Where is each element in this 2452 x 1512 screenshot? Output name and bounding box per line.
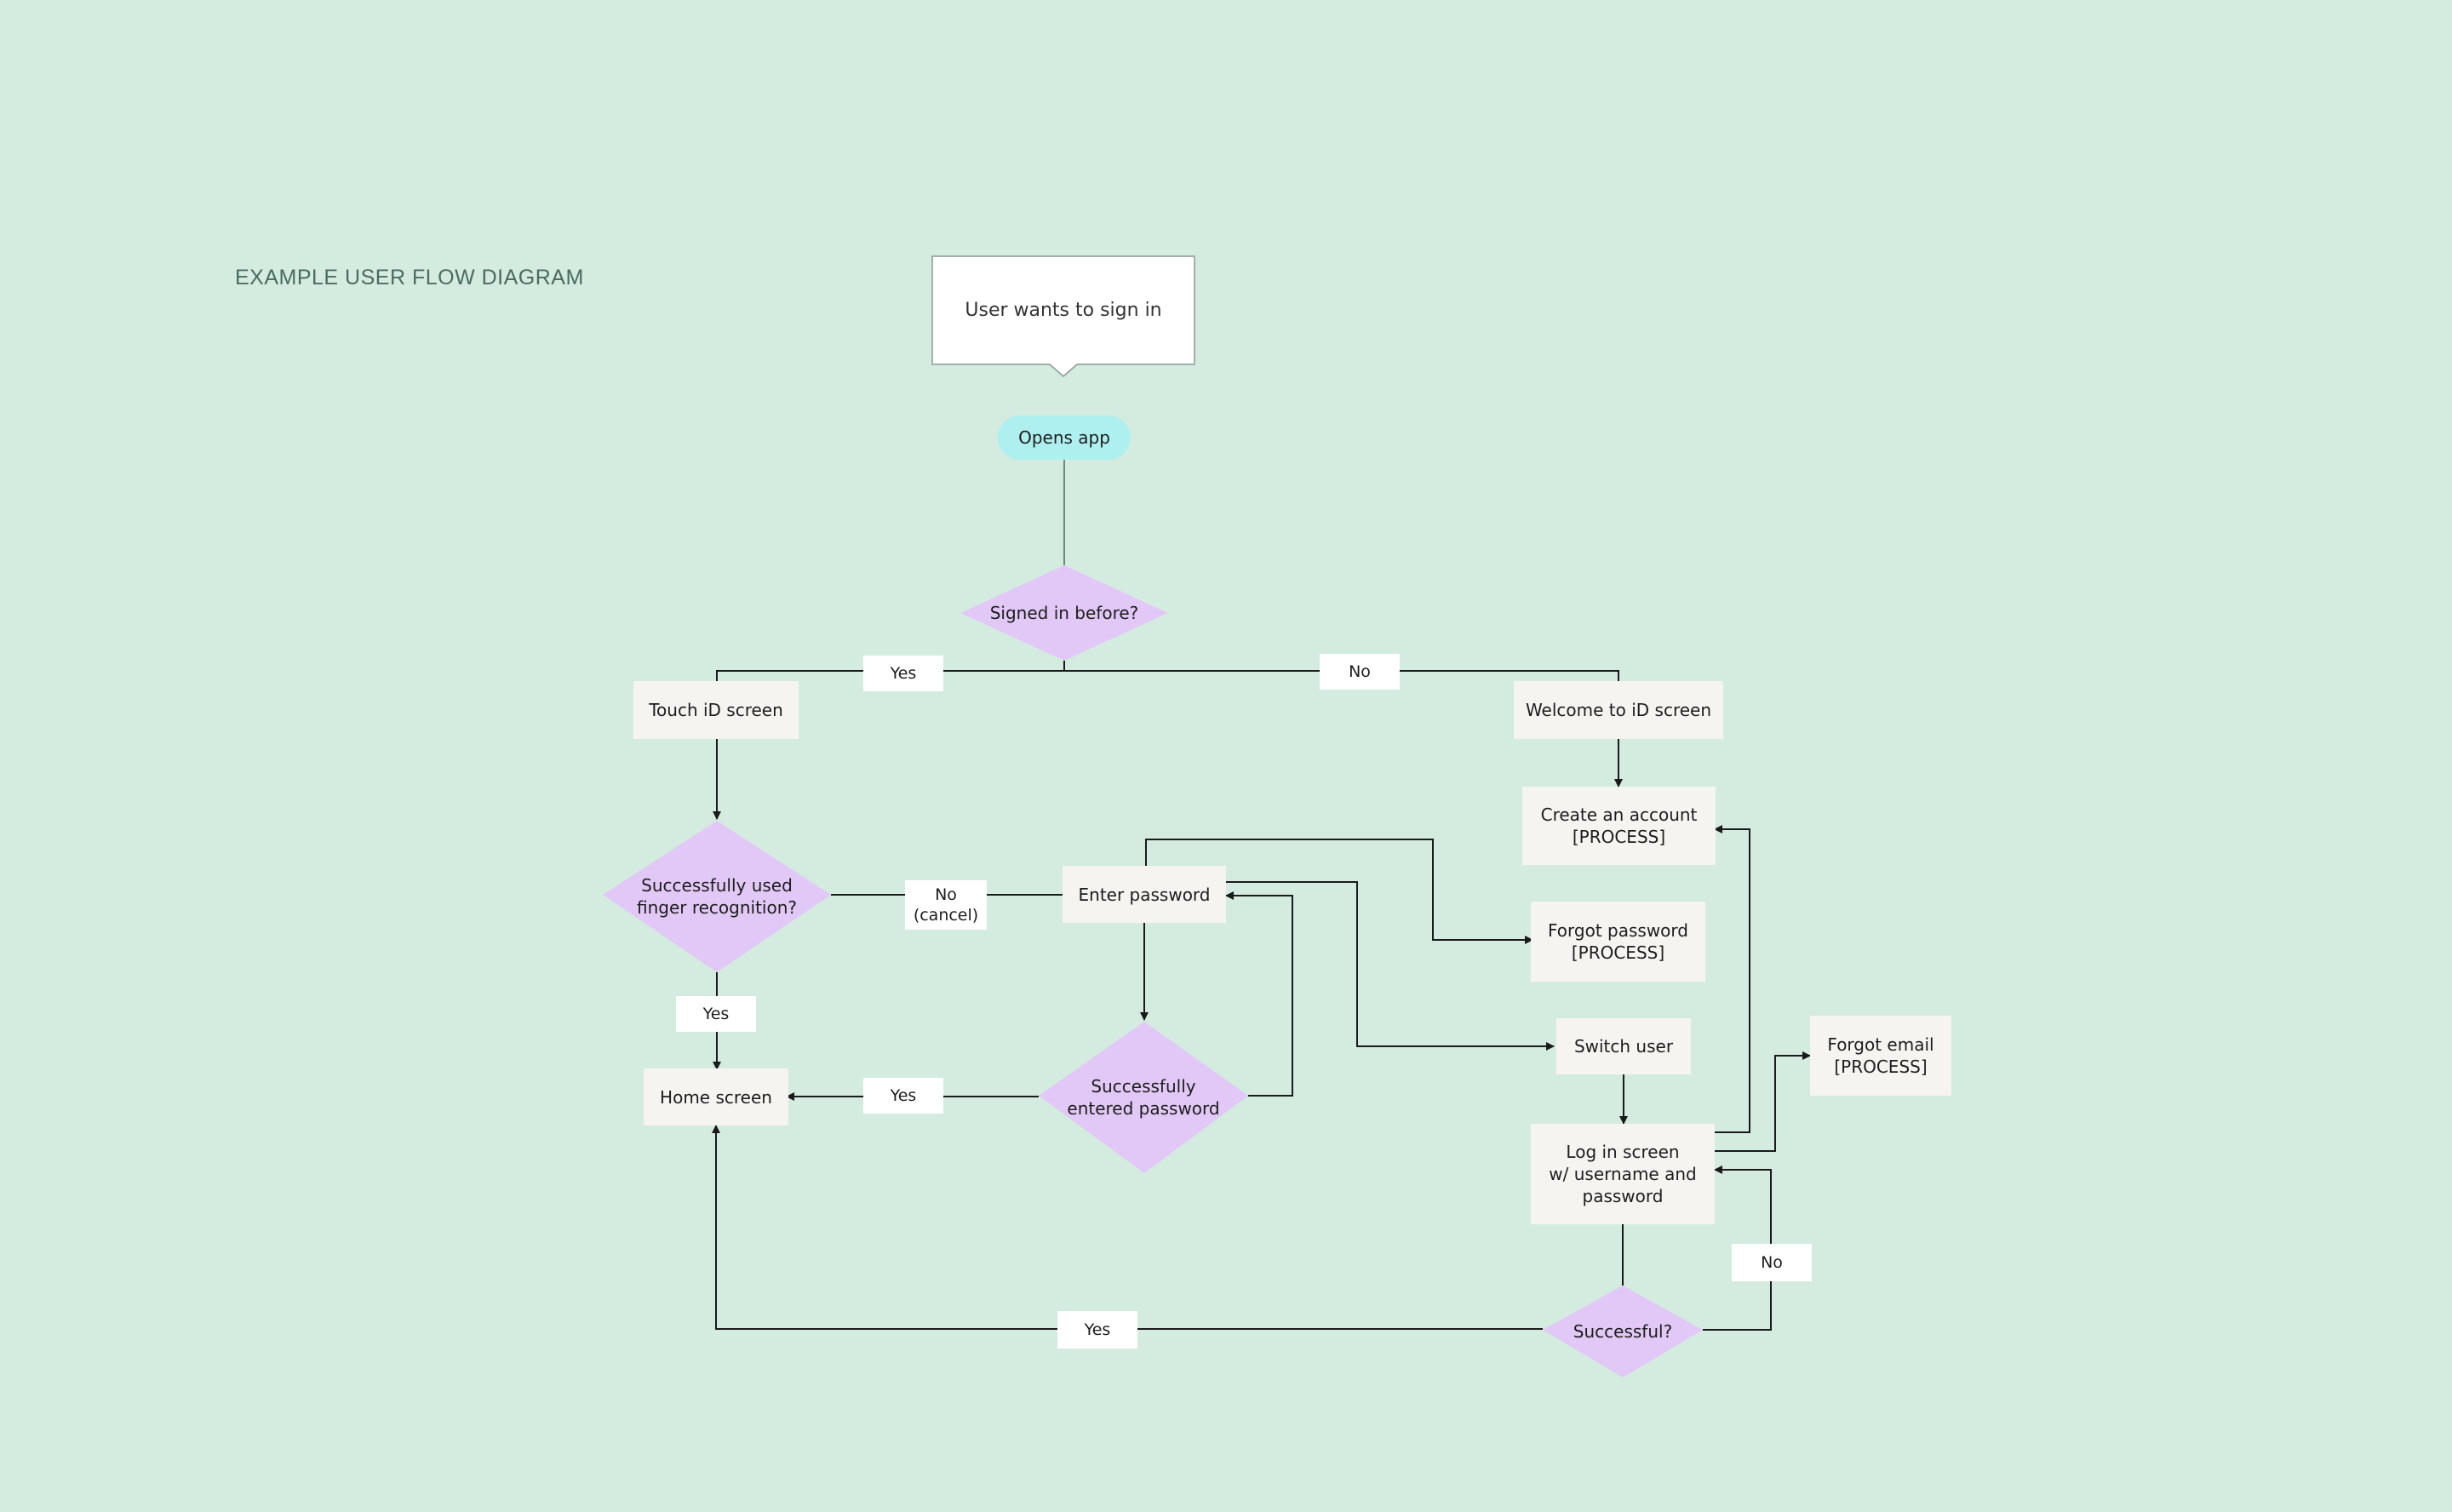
connector-login-to-create — [1714, 825, 1750, 1133]
decision-signed-in-before — [960, 565, 1168, 661]
opens-app-node[interactable]: Opens app — [1018, 427, 1110, 448]
process-enter-password — [1063, 866, 1226, 923]
successful-decision[interactable]: Successful? — [1573, 1321, 1673, 1342]
forgot-email-node[interactable]: Forgot email [PROCESS] — [1827, 1034, 1934, 1077]
connector-login-to-forgot-email — [1715, 1051, 1811, 1152]
process-switch-user — [1556, 1018, 1691, 1074]
speech-bubble-text: User wants to sign in — [965, 299, 1162, 321]
speech-bubble — [931, 255, 1195, 377]
login-screen-node[interactable]: Log in screen w/ username and password — [1549, 1142, 1697, 1206]
edge-label-no-cancel: No (cancel) — [905, 880, 987, 930]
edge-label-yes-touch: Yes — [863, 656, 943, 691]
connector-no-branch — [1064, 670, 1619, 681]
entered-password-decision[interactable]: Successfully entered password — [1067, 1076, 1220, 1119]
edge-label-no-login: No — [1732, 1244, 1812, 1281]
connector-password-to-switch — [1226, 881, 1555, 1051]
process-create-account — [1522, 787, 1716, 865]
signed-in-before-decision[interactable]: Signed in before? — [989, 603, 1139, 623]
edge-label-yes-password: Yes — [863, 1078, 943, 1114]
touch-id-node[interactable]: Touch iD screen — [649, 700, 783, 720]
welcome-node[interactable]: Welcome to iD screen — [1525, 700, 1712, 720]
switch-user-node[interactable]: Switch user — [1573, 1036, 1674, 1057]
connectors — [712, 460, 1811, 1331]
decision-successful — [1543, 1286, 1703, 1377]
connector-successful-to-home — [712, 1125, 1543, 1330]
finger-recognition-decision[interactable]: Successfully used finger recognition? — [636, 875, 798, 918]
start-pill — [998, 415, 1131, 460]
home-screen-node[interactable]: Home screen — [660, 1086, 772, 1108]
connector-retry-password — [1225, 891, 1293, 1097]
process-forgot-password — [1531, 902, 1705, 982]
process-home — [644, 1068, 788, 1125]
edge-label-no-welcome: No — [1320, 654, 1400, 690]
decision-finger-recognition — [603, 821, 831, 972]
forgot-password-node[interactable]: Forgot password [PROCESS] — [1548, 920, 1688, 963]
connector-yes-branch — [716, 670, 1064, 681]
enter-password-node[interactable]: Enter password — [1078, 884, 1211, 905]
process-login — [1531, 1124, 1715, 1224]
edge-label-yes-bottom: Yes — [1057, 1311, 1137, 1349]
connector-password-to-forgot — [1145, 839, 1533, 944]
process-boxes — [633, 681, 1951, 1224]
decision-entered-password — [1039, 1022, 1248, 1173]
process-forgot-email — [1810, 1016, 1951, 1096]
process-touch-id — [633, 681, 799, 739]
edge-label-yes-finger: Yes — [676, 996, 756, 1032]
diagram-title: EXAMPLE USER FLOW DIAGRAM — [235, 266, 584, 289]
process-welcome — [1514, 681, 1723, 739]
create-account-node[interactable]: Create an account [PROCESS] — [1540, 805, 1698, 847]
